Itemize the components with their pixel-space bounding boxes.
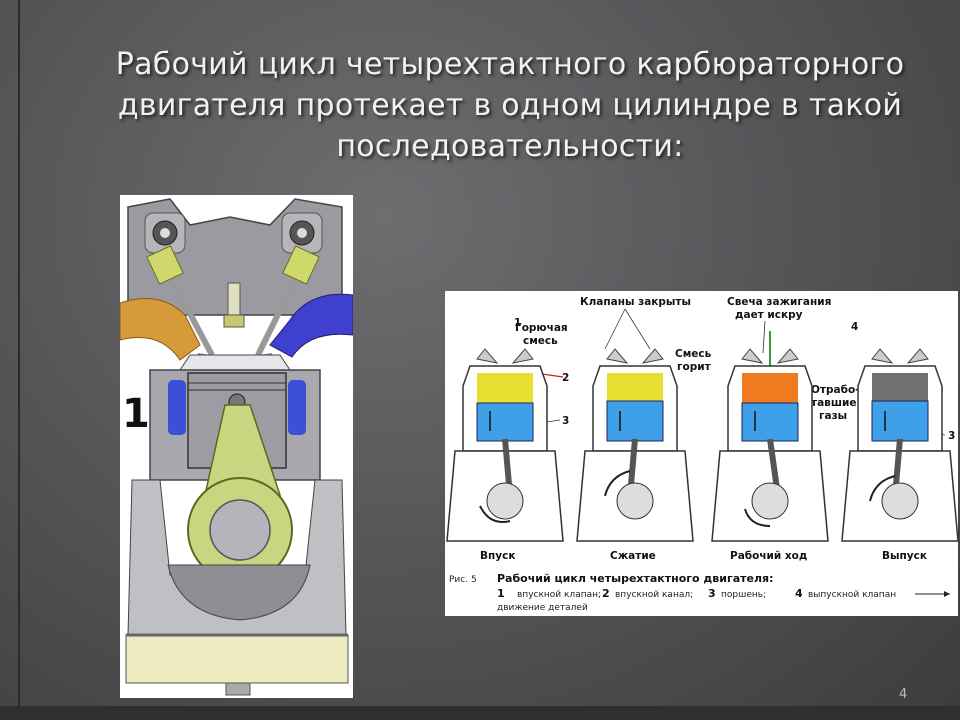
caption-n3: 3 [708,587,716,600]
caption-t1: впускной клапан; [517,590,601,600]
four-stroke-cycle-figure: Клапаны закрыты Свеча зажигания дает иск… [445,291,959,616]
label-exhaust-line1: Отрабо- [811,384,860,396]
engine-power-stroke [711,331,829,542]
four-stroke-cycle-svg: Клапаны закрыты Свеча зажигания дает иск… [446,296,959,613]
title-line-3: последовательности: [336,129,684,164]
label-num-3c: 3 [948,430,955,442]
label-mix-line2: горит [677,361,712,373]
stroke-label-intake: Впуск [480,550,515,562]
label-num-2: 2 [562,372,569,384]
label-fuel-line2: смесь [523,335,558,347]
caption-t3: поршень; [721,590,766,600]
title-line-2: двигателя протекает в одном цилиндре в т… [117,88,903,123]
caption-t2: впускной канал; [615,590,693,600]
label-num-4: 4 [851,321,858,333]
engine-cross-section-svg: 1 [119,198,354,696]
label-exhaust-line3: газы [819,410,847,422]
caption-n2: 2 [602,587,610,600]
title-line-1: Рабочий цикл четырехтактного карбюраторн… [115,47,905,82]
label-fuel-line1: Горючая [515,322,568,334]
label-num-1: 1 [514,317,521,329]
caption-n4: 4 [795,587,803,600]
caption-t4: выпускной клапан [808,590,896,600]
stroke-label-exhaust: Выпуск [882,550,927,562]
label-valves-closed: Клапаны закрыты [580,296,691,308]
caption-n1: 1 [497,587,505,600]
caption-title: Рабочий цикл четырехтактного двигателя: [497,572,774,585]
label-num-3a: 3 [562,415,569,427]
stroke-number-label: 1 [122,391,150,437]
caption-t5: движение деталей [497,603,588,613]
stroke-label-compression: Сжатие [610,550,656,562]
label-exhaust-line2: тавшие [811,397,856,409]
label-spark-line1: Свеча зажигания [727,296,831,308]
page-number: 4 [899,687,908,702]
stroke-label-power: Рабочий ход [730,550,807,562]
engine-compression [576,348,694,542]
slide-title: Рабочий цикл четырехтактного карбюраторн… [110,44,910,167]
engine-intake [446,348,564,542]
engine-exhaust [841,348,959,542]
caption-fig-number: Рис. 5 [449,575,477,585]
label-spark-line2: дает искру [735,309,803,321]
label-mix-line1: Смесь [675,348,712,360]
engine-cross-section-image: 1 [119,195,354,698]
